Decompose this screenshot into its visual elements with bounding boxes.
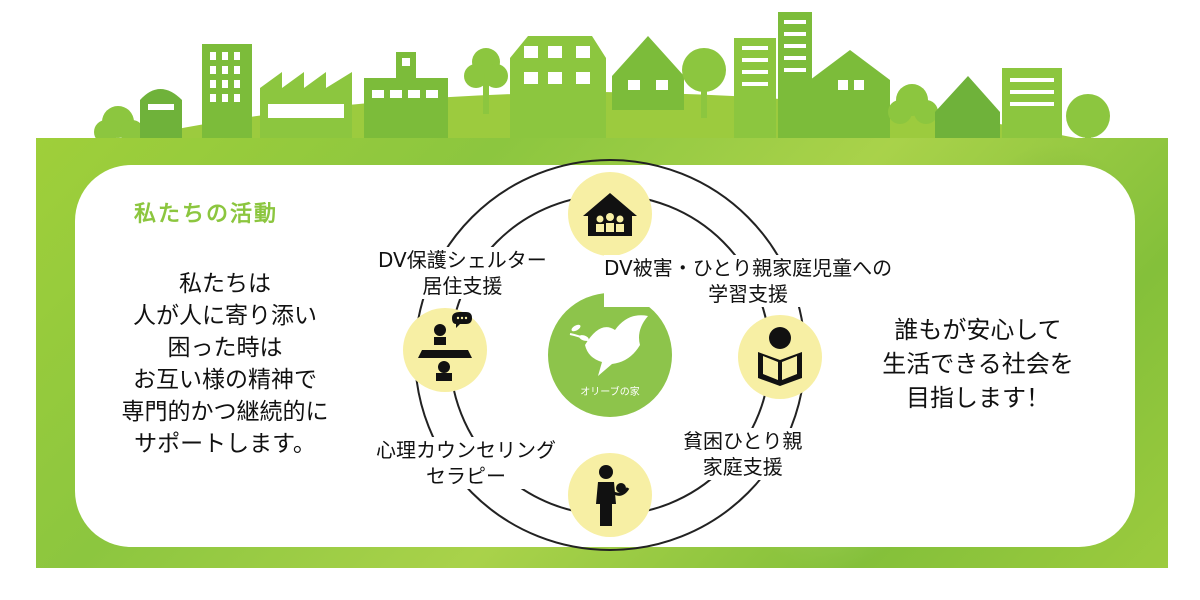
goal-line: 誰もが安心して xyxy=(894,316,1062,344)
logo-text: オリーブの家 xyxy=(580,385,639,398)
activity-label-line: セラピー xyxy=(426,464,506,488)
goal-line: 目指します！ xyxy=(906,384,1050,412)
activity-label-learning: DV被害・ひとり親家庭児童への 学習支援 xyxy=(604,255,893,307)
town-skyline-illustration xyxy=(80,12,1130,154)
dove-icon xyxy=(585,315,648,376)
counseling-icon xyxy=(418,312,472,381)
mission-line: 専門的かつ継続的に xyxy=(121,399,329,425)
activity-label-counseling: 心理カウンセリング セラピー xyxy=(376,437,556,489)
activity-node-learning xyxy=(738,315,822,399)
mission-line: 困った時は xyxy=(167,335,283,361)
activity-node-single-parent xyxy=(568,453,652,537)
house-icon xyxy=(583,193,637,236)
activity-label-line: 家庭支援 xyxy=(702,455,783,479)
goal-statement: 誰もが安心して 生活できる社会を 目指します！ xyxy=(848,313,1108,415)
activity-node-counseling xyxy=(403,308,487,392)
goal-line: 生活できる社会を xyxy=(882,350,1074,378)
activity-label-single-parent: 貧困ひとり親 家庭支援 xyxy=(683,428,803,480)
activity-label-line: 居住支援 xyxy=(422,274,503,298)
activity-label-line: 学習支援 xyxy=(708,282,789,306)
activity-label-shelter: DV保護シェルター 居住支援 xyxy=(378,247,547,299)
olive-house-logo: オリーブの家 xyxy=(548,293,672,417)
activity-label-line: DV保護シェルター xyxy=(378,248,547,272)
parent-with-baby-icon xyxy=(596,465,630,526)
mission-line: サポートします。 xyxy=(134,431,316,457)
reading-child-icon xyxy=(758,327,802,386)
mission-line: 私たちは xyxy=(179,271,271,297)
activity-node-shelter xyxy=(568,172,652,256)
mission-line: お互い様の精神で xyxy=(133,367,317,393)
section-title: 私たちの活動 xyxy=(134,202,279,227)
activity-label-line: DV被害・ひとり親家庭児童への xyxy=(604,256,893,280)
mission-line: 人が人に寄り添い xyxy=(133,303,317,329)
activity-label-line: 貧困ひとり親 xyxy=(683,429,803,453)
mission-statement: 私たちは 人が人に寄り添い 困った時は お互い様の精神で 専門的かつ継続的に サ… xyxy=(90,268,360,460)
activity-label-line: 心理カウンセリング xyxy=(376,438,556,462)
